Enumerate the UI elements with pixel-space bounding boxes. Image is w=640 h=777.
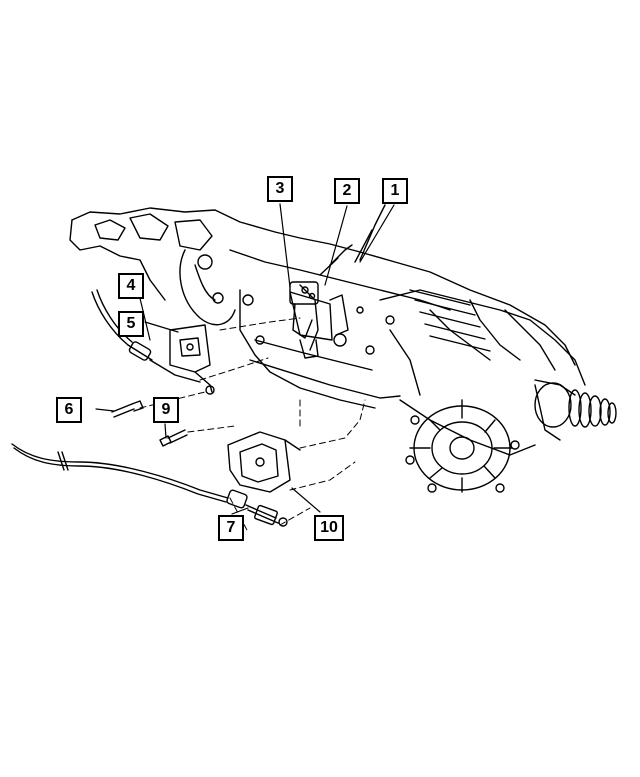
callout-9: 9 bbox=[153, 397, 179, 423]
callout-1: 1 bbox=[382, 178, 408, 204]
callout-7: 7 bbox=[218, 515, 244, 541]
leader-lines bbox=[95, 203, 395, 515]
callout-6: 6 bbox=[56, 397, 82, 423]
bracket-lower bbox=[227, 431, 301, 493]
cable-lower bbox=[11, 443, 288, 527]
callout-5: 5 bbox=[118, 311, 144, 337]
bolt-9 bbox=[159, 429, 188, 447]
callout-4: 4 bbox=[118, 273, 144, 299]
transmission-housing bbox=[69, 204, 617, 493]
callout-10: 10 bbox=[314, 515, 344, 541]
assembly-lines bbox=[139, 317, 366, 533]
bolt-6 bbox=[111, 400, 144, 418]
callout-2: 2 bbox=[334, 178, 360, 204]
bracket-upper bbox=[169, 324, 215, 395]
callout-3: 3 bbox=[267, 176, 293, 202]
cable-upper bbox=[91, 289, 201, 383]
